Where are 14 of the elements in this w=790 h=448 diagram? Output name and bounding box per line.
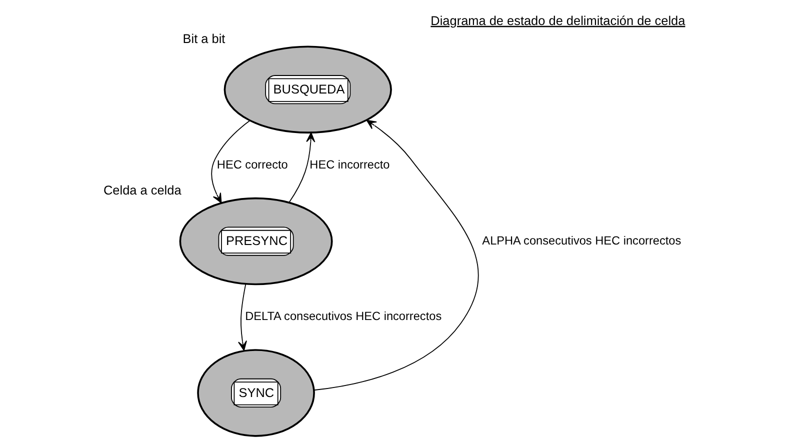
node-label: Celda a celda (103, 182, 182, 198)
arrow (313, 120, 479, 391)
arrow (238, 284, 247, 351)
arrow (211, 120, 250, 204)
edge-label: HEC incorrecto (310, 158, 390, 172)
edge-label: HEC correcto (216, 158, 288, 172)
edge-label: DELTA consecutivos HEC incorrectos (245, 309, 442, 324)
edge-label: ALPHA consecutivos HEC incorrectos (482, 233, 682, 248)
node-label: Bit a bit (182, 31, 226, 46)
arrow (288, 132, 316, 203)
node-ellipse: SYNC (197, 349, 315, 437)
node-ellipse: PRESYNC (179, 197, 333, 286)
diagram-title: Diagrama de estado de delimitación de celda (430, 12, 686, 28)
node-ellipse: BUSQUEDA (224, 46, 392, 134)
